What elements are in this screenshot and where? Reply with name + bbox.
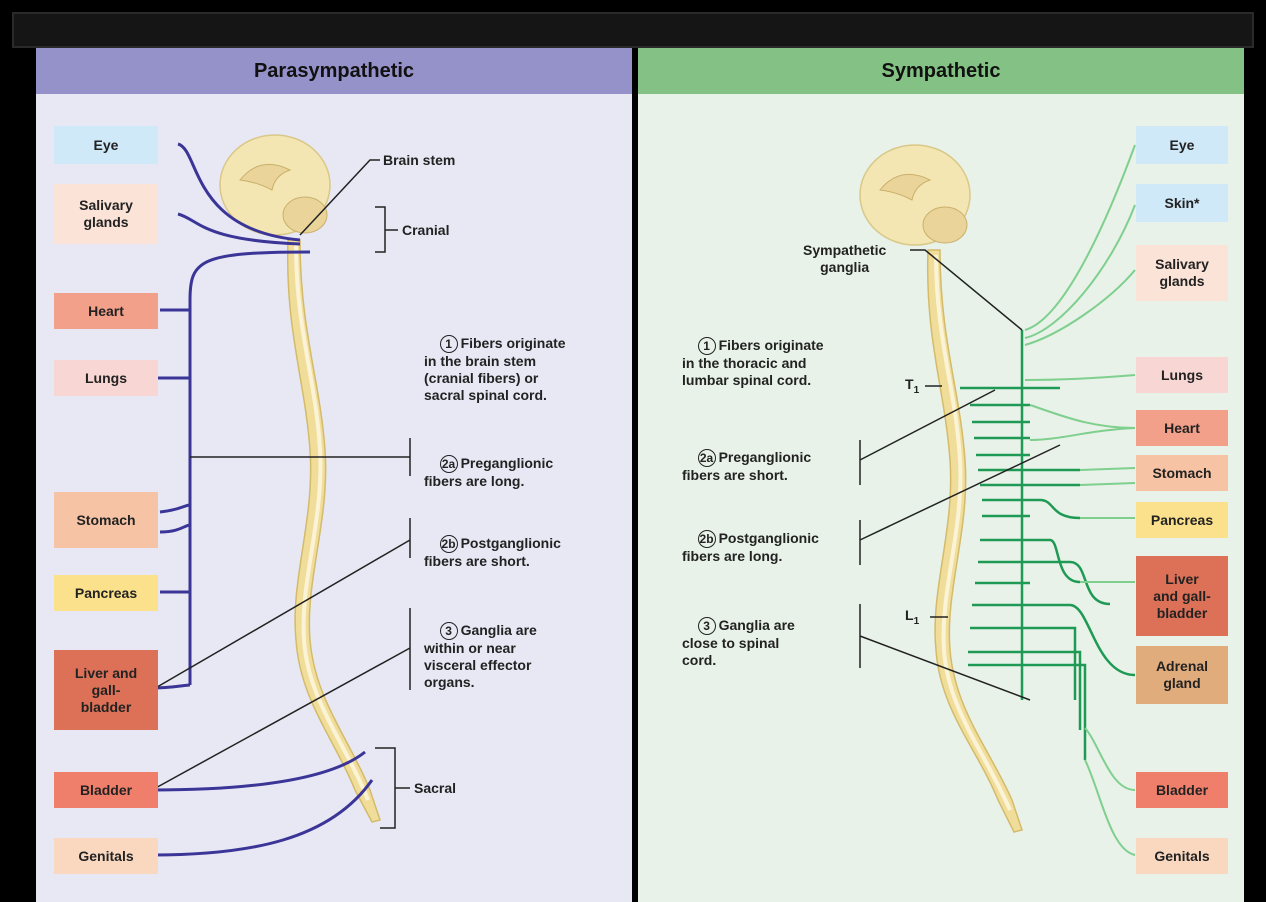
para-organ-stomach: Stomach (54, 492, 158, 548)
symp-organ-genitals: Genitals (1136, 838, 1228, 874)
para-sacral-label: Sacral (414, 780, 456, 797)
para-organ-genitals: Genitals (54, 838, 158, 874)
para-organ-lungs: Lungs (54, 360, 158, 396)
sympathetic-header: Sympathetic (638, 48, 1244, 94)
symp-t1-label: T1 (905, 376, 919, 399)
para-organ-pancreas: Pancreas (54, 575, 158, 611)
para-organ-liver: Liver and gall- bladder (54, 650, 158, 730)
para-organ-eye: Eye (54, 126, 158, 164)
para-note-1-number: 1 (440, 335, 458, 353)
symp-note-2a-number: 2a (698, 449, 716, 467)
symp-note-3-number: 3 (698, 617, 716, 635)
para-organ-salivary: Salivary glands (54, 184, 158, 244)
para-brain-stem-label: Brain stem (383, 152, 455, 169)
symp-l1-letter: L (905, 607, 914, 623)
symp-note-1-number: 1 (698, 337, 716, 355)
symp-organ-eye: Eye (1136, 126, 1228, 164)
symp-organ-bladder: Bladder (1136, 772, 1228, 808)
window-top-bar (12, 12, 1254, 48)
symp-organ-stomach: Stomach (1136, 455, 1228, 491)
symp-organ-heart: Heart (1136, 410, 1228, 446)
symp-l1-subscript: 1 (914, 616, 920, 627)
symp-t1-letter: T (905, 376, 914, 392)
para-note-2b-number: 2b (440, 535, 458, 553)
symp-ganglia-label: Sympathetic ganglia (803, 242, 886, 276)
symp-organ-salivary: Salivary glands (1136, 245, 1228, 301)
parasympathetic-header: Parasympathetic (36, 48, 632, 94)
symp-t1-subscript: 1 (914, 385, 920, 396)
para-cranial-label: Cranial (402, 222, 449, 239)
symp-organ-liver: Liver and gall- bladder (1136, 556, 1228, 636)
symp-organ-lungs: Lungs (1136, 357, 1228, 393)
para-organ-bladder: Bladder (54, 772, 158, 808)
symp-l1-label: L1 (905, 607, 919, 630)
symp-note-2b-number: 2b (698, 530, 716, 548)
para-organ-heart: Heart (54, 293, 158, 329)
para-note-2a-number: 2a (440, 455, 458, 473)
symp-organ-adrenal: Adrenal gland (1136, 646, 1228, 704)
symp-organ-pancreas: Pancreas (1136, 502, 1228, 538)
para-note-3-number: 3 (440, 622, 458, 640)
symp-organ-skin: Skin* (1136, 184, 1228, 222)
